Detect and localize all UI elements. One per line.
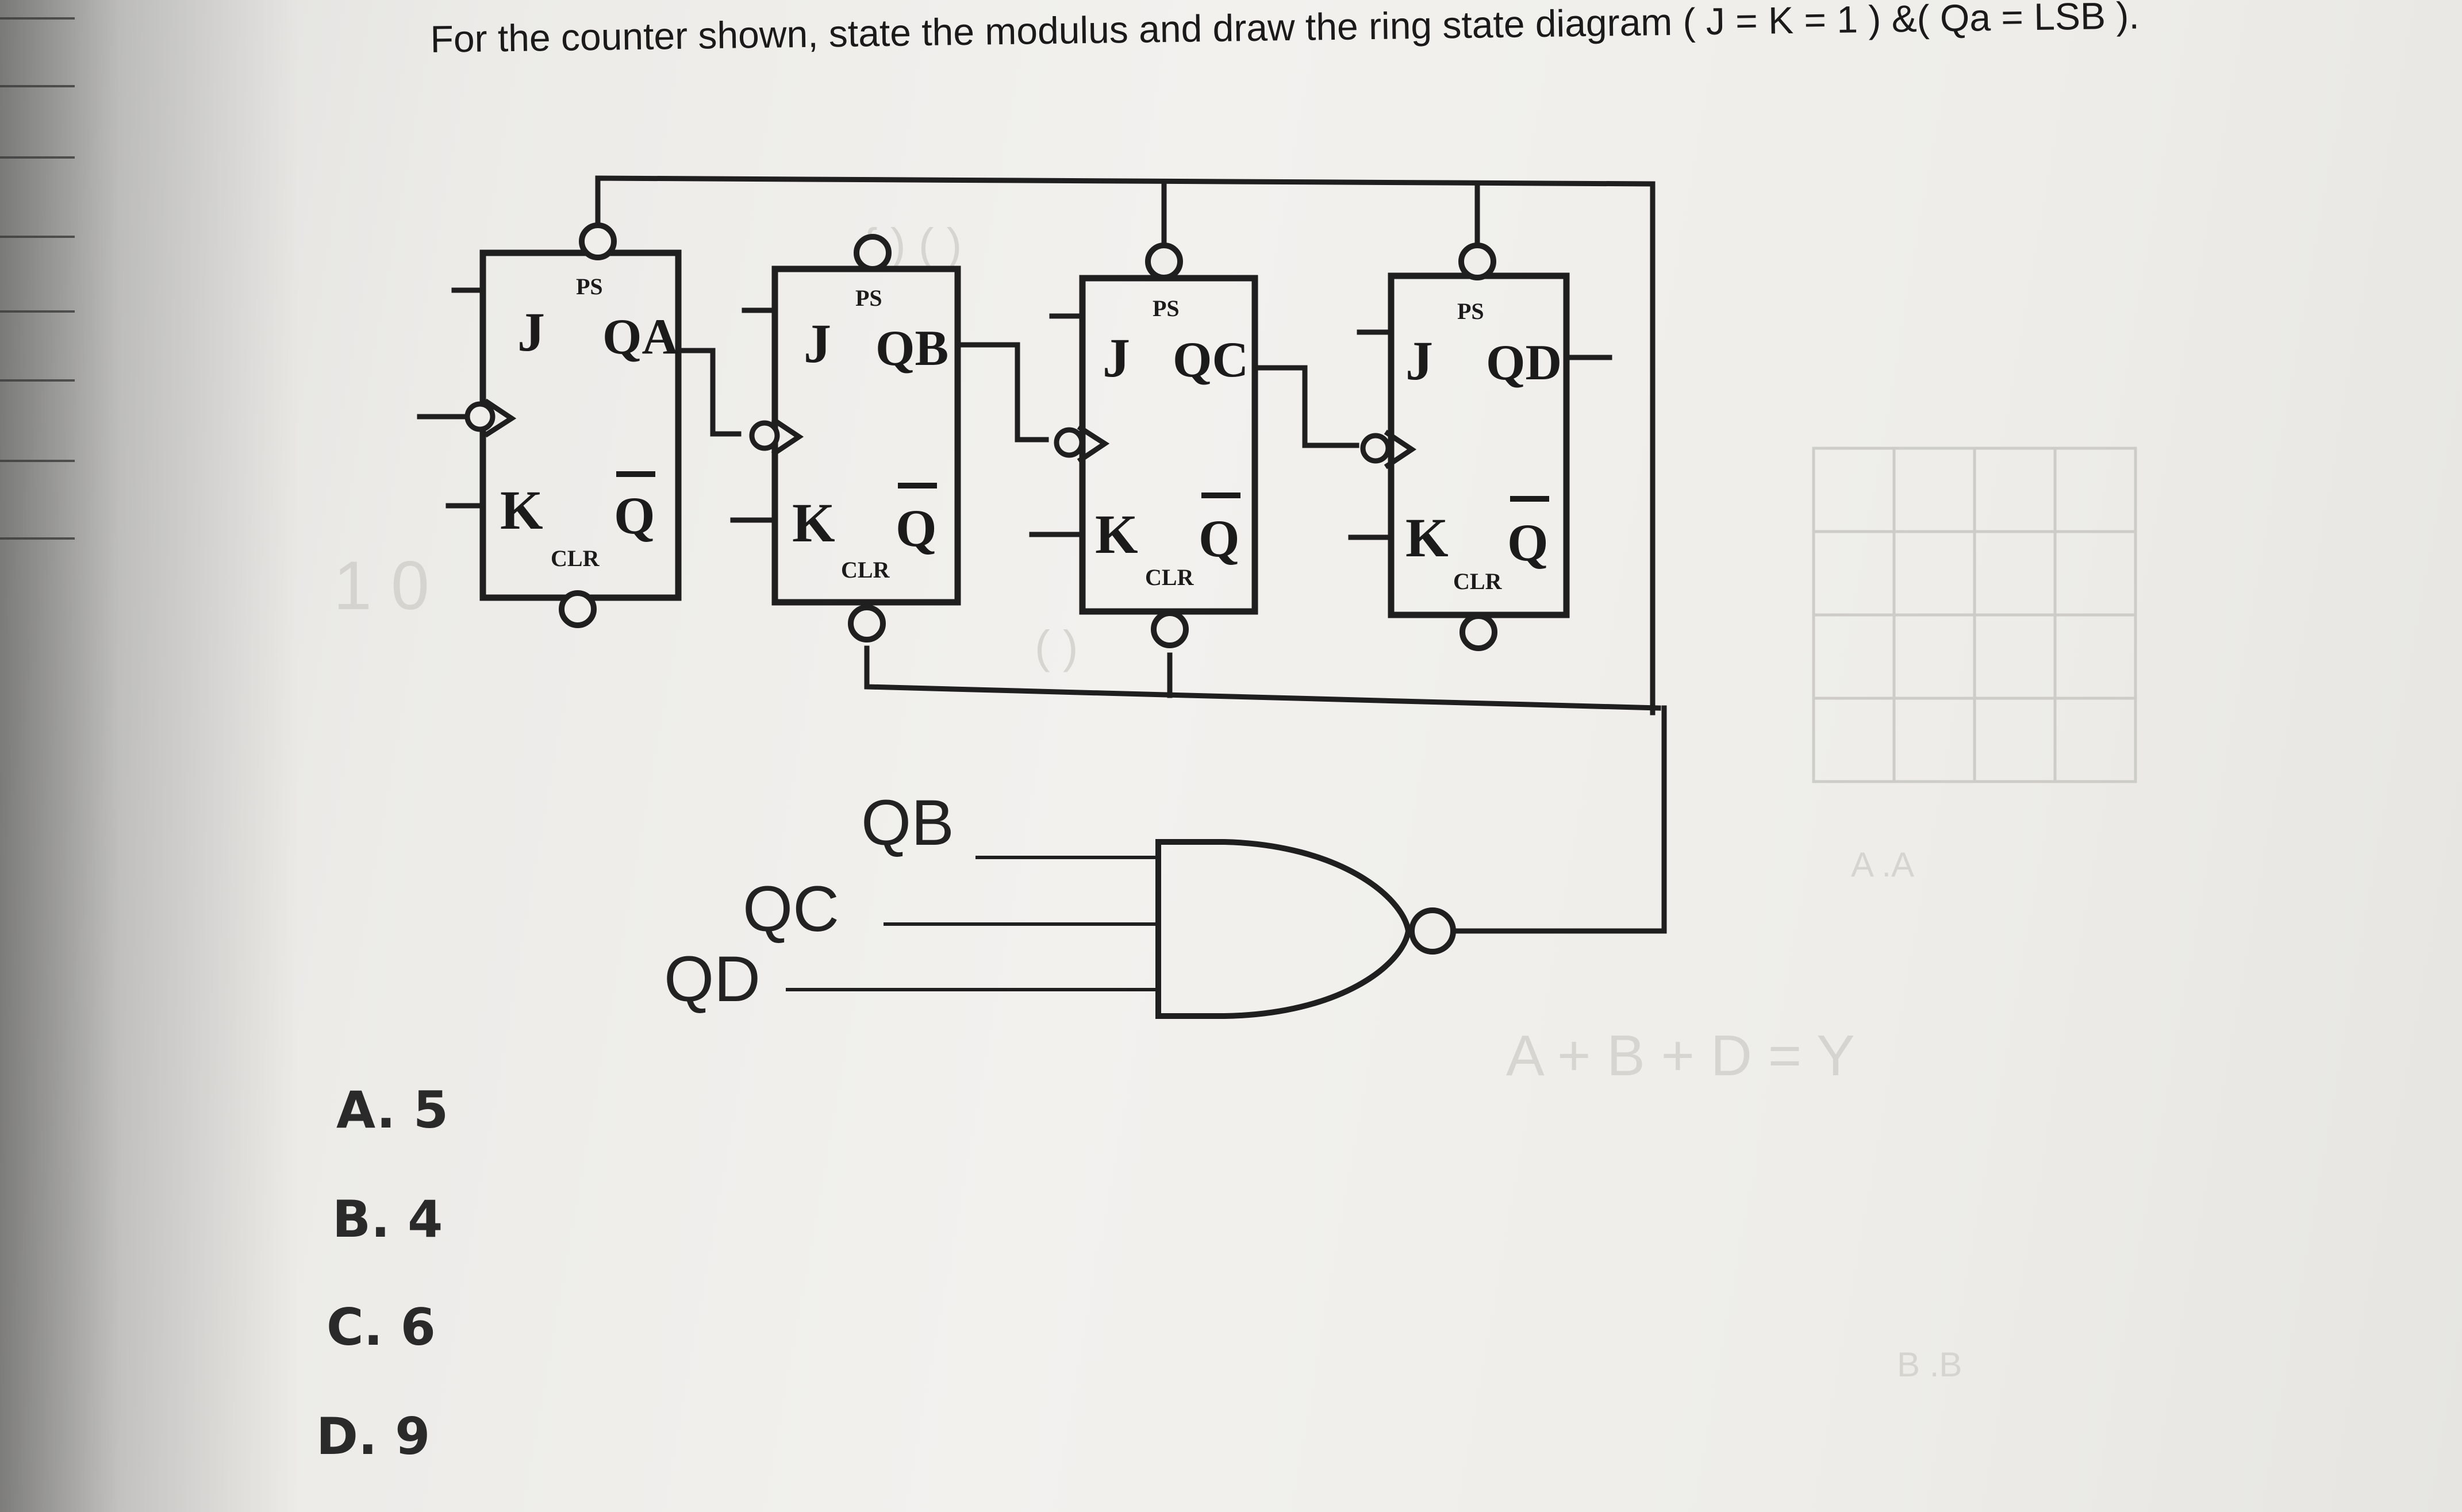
ff-a-qbar: Q xyxy=(614,486,655,545)
ff-a-k: K xyxy=(500,479,543,541)
ff-d-k: K xyxy=(1405,507,1449,568)
ff-d-q: QD xyxy=(1486,335,1562,391)
gate-input-qd: QD xyxy=(664,943,761,1015)
choice-a[interactable]: A. 5 xyxy=(336,1080,448,1140)
choice-a-letter: A. xyxy=(336,1080,396,1140)
ff-d-ps: PS xyxy=(1457,298,1484,324)
ff-c-j: J xyxy=(1103,327,1130,388)
ff-b-ps: PS xyxy=(855,285,882,311)
choice-c[interactable]: C. 6 xyxy=(327,1298,436,1357)
choice-a-value: 5 xyxy=(413,1080,449,1140)
ff-a-j: J xyxy=(517,301,545,363)
left-page-ruling xyxy=(0,0,80,1512)
ff-b-q: QB xyxy=(875,321,948,376)
ff-d-j: J xyxy=(1405,330,1433,391)
ff-c-q: QC xyxy=(1173,332,1249,388)
ff-b-qbar: Q xyxy=(896,499,937,557)
ff-a-q: QA xyxy=(602,309,678,365)
gate-input-qb: QB xyxy=(861,787,954,859)
choice-b[interactable]: B. 4 xyxy=(332,1190,443,1249)
ff-c-qbar: Q xyxy=(1199,509,1240,568)
ff-b-k: K xyxy=(792,492,835,553)
gate-input-qc: QC xyxy=(743,873,839,945)
bleed-through-kmap-grid xyxy=(1812,447,2137,783)
choice-d-value: 9 xyxy=(395,1407,431,1466)
nand-gate xyxy=(1155,839,1412,1019)
ff-d-clr: CLR xyxy=(1453,568,1503,594)
choice-d[interactable]: D. 9 xyxy=(316,1407,430,1466)
ff-d-qbar: Q xyxy=(1507,513,1549,572)
choice-d-letter: D. xyxy=(316,1407,378,1466)
choice-b-letter: B. xyxy=(332,1190,390,1249)
choice-c-value: 6 xyxy=(400,1298,436,1357)
ff-a-q-label: QA xyxy=(602,309,678,365)
ff-c-k: K xyxy=(1095,503,1138,565)
ff-a-clr: CLR xyxy=(551,545,600,571)
ff-b-clr: CLR xyxy=(841,557,890,583)
choice-c-letter: C. xyxy=(327,1298,383,1357)
choice-b-value: 4 xyxy=(408,1190,443,1249)
ff-b-j: J xyxy=(804,313,831,374)
ff-c-clr: CLR xyxy=(1145,564,1194,590)
ff-c-ps: PS xyxy=(1153,295,1180,321)
ff-a-ps: PS xyxy=(576,274,603,299)
paper-edge-shadow xyxy=(0,0,299,1512)
